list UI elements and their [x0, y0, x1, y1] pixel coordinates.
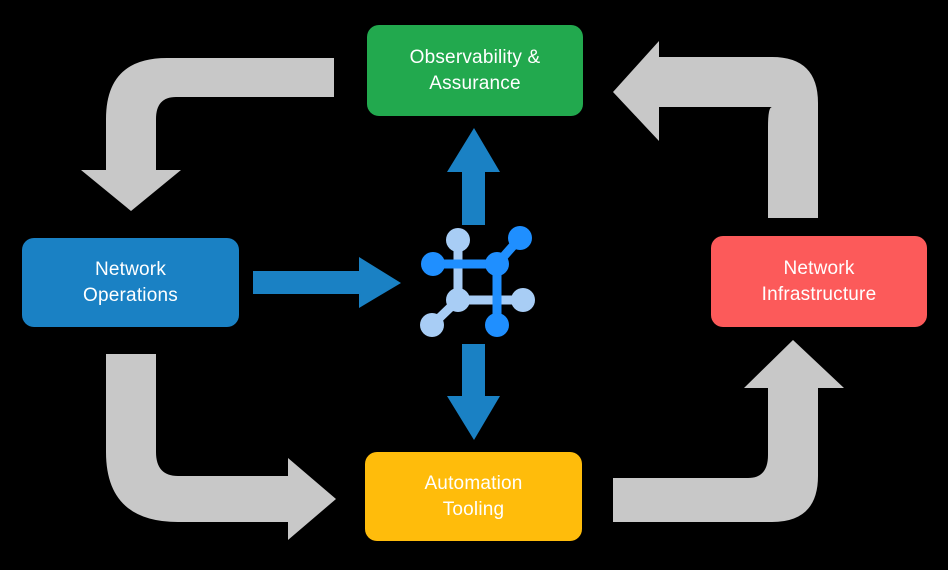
node-box-network-infrastructure[interactable]: Network Infrastructure: [711, 236, 927, 327]
node-label-network-infrastructure: Network Infrastructure: [761, 257, 877, 305]
icon-node-top: [446, 228, 470, 252]
node-label-network-operations: Network Operations: [83, 258, 178, 306]
icon-node-hub: [485, 252, 509, 276]
blue-arrow-center-to-automation: [447, 344, 500, 440]
icon-node-hub-lower-left: [446, 288, 470, 312]
gray-arrow-automation-to-infrastructure: [613, 340, 844, 522]
blue-arrow-operations-to-center: [253, 257, 401, 308]
node-box-observability[interactable]: Observability & Assurance: [367, 25, 583, 116]
icon-node-left: [421, 252, 445, 276]
icon-node-bottom-left: [420, 313, 444, 337]
icon-node-bottom: [485, 313, 509, 337]
node-box-network-operations[interactable]: Network Operations: [22, 238, 239, 327]
node-label-observability: Observability & Assurance: [409, 46, 541, 94]
gray-arrow-observability-to-operations: [81, 58, 334, 211]
node-box-automation-tooling[interactable]: Automation Tooling: [365, 452, 582, 541]
node-label-automation-tooling: Automation Tooling: [424, 472, 523, 520]
blue-arrow-center-to-observability: [447, 128, 500, 225]
gray-arrow-operations-to-automation: [106, 354, 336, 540]
gray-arrow-infrastructure-to-observability: [613, 41, 818, 218]
icon-node-right-lower: [511, 288, 535, 312]
icon-node-top-right: [508, 226, 532, 250]
